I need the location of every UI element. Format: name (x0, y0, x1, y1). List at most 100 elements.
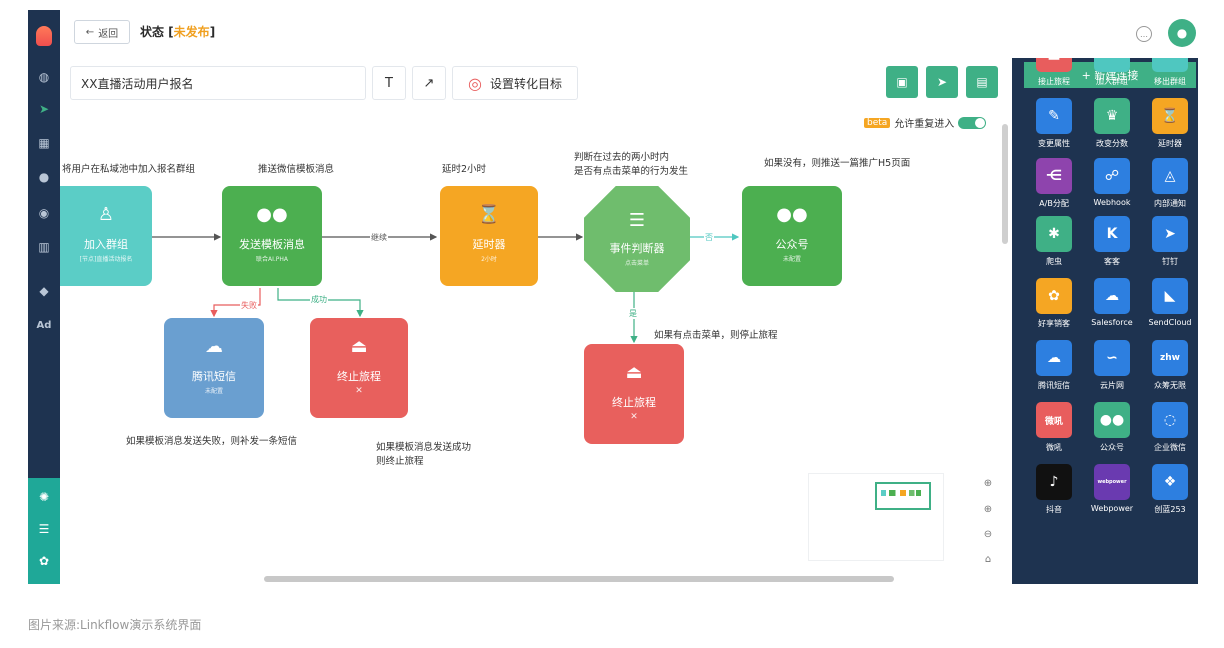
edge-label-continue: 继续 (370, 232, 388, 243)
node-delay[interactable]: ⌛ 延时器 2小时 (440, 186, 538, 286)
connector-trophy-icon[interactable]: ♛ (1094, 98, 1130, 134)
arrow-left-icon: ← (85, 26, 95, 38)
locate-icon[interactable]: ⊕ (983, 477, 993, 489)
arrow-tool-button[interactable]: ↗ (412, 66, 446, 100)
journey-name-input[interactable]: XX直播活动用户报名 (70, 66, 366, 100)
dashboard-icon[interactable]: ◍ (38, 70, 50, 84)
connector-label: 企业微信 (1154, 443, 1186, 452)
connector-ab-split-icon[interactable]: ⋲ (1036, 158, 1072, 194)
connector-label: 加入群组 (1096, 77, 1128, 86)
connector-k-logo-icon[interactable]: K (1094, 216, 1130, 252)
connector-vhall-icon[interactable]: 微吼 (1036, 402, 1072, 438)
send-icon: ➤ (936, 75, 948, 89)
fit-view-icon[interactable]: ⌂ (984, 553, 992, 565)
connector-hxk-logo-icon[interactable]: ✿ (1036, 278, 1072, 314)
connector-label: 云片网 (1100, 381, 1124, 390)
stop-icon: ■ (1047, 58, 1060, 62)
spider-icon: ✱ (1048, 226, 1060, 242)
connector-edit-icon[interactable]: ✎ (1036, 98, 1072, 134)
connector-bell-icon[interactable]: ◬ (1152, 158, 1188, 194)
connector-hourglass-icon[interactable]: ⌛ (1152, 98, 1188, 134)
node-end-journey-1[interactable]: ⏏ 终止旅程 ✕ (310, 318, 408, 418)
new-connection-label: + 新建连接 (1081, 69, 1139, 82)
chat-icon[interactable]: ◆ (39, 284, 49, 298)
node-title: 公众号 (775, 238, 809, 251)
connector-spider-icon[interactable]: ✱ (1036, 216, 1072, 252)
user-icon[interactable]: ● (38, 170, 50, 184)
connector-label: Webpower (1090, 504, 1134, 513)
connector-webhook-icon[interactable]: ☍ (1094, 158, 1130, 194)
connector-wechat-icon[interactable]: ●● (1094, 402, 1130, 438)
vertical-scrollbar[interactable] (1002, 124, 1008, 244)
node-title: 事件判断器 (609, 242, 665, 255)
wecom-icon: ◌ (1163, 412, 1177, 428)
minimap-nodes (881, 490, 921, 496)
connector-tiktok-icon[interactable]: ♪ (1036, 464, 1072, 500)
webhook-icon: ☍ (1104, 168, 1120, 184)
connector-webpower-icon[interactable]: webpower (1094, 464, 1130, 500)
connector-dingtalk-icon[interactable]: ➤ (1152, 216, 1188, 252)
connector-label: 抖音 (1046, 505, 1062, 514)
node-end-journey-2[interactable]: ⏏ 终止旅程 ✕ (584, 344, 684, 444)
group-remove-icon: − (1164, 58, 1176, 62)
save-button[interactable]: ▣ (886, 66, 918, 98)
connector-cloud-icon[interactable]: ☁ (1094, 278, 1130, 314)
status-prefix: 状态 [ (140, 25, 174, 39)
edge-label-success: 成功 (310, 294, 328, 305)
node-tencent-sms[interactable]: ☁ 腾讯短信 未配置 (164, 318, 264, 418)
users-icon[interactable]: ◉ (38, 206, 50, 220)
reentry-toggle[interactable] (958, 116, 987, 129)
bell-icon: ◬ (1164, 168, 1176, 184)
connector-sendcloud-icon[interactable]: ◣ (1152, 278, 1188, 314)
avatar[interactable]: ● (1168, 19, 1196, 47)
edit-icon: ✎ (1048, 108, 1060, 124)
node-join-group[interactable]: ♙ 加入群组 [节点]直播活动报名 (60, 186, 152, 286)
ad-icon[interactable]: Ad (36, 319, 52, 331)
ab-split-icon: ⋲ (1045, 168, 1063, 184)
zoom-in-icon[interactable]: ⊕ (983, 503, 993, 515)
node-subtitle: 未配置 (782, 256, 801, 263)
node-event-judge[interactable]: ☰ 事件判断器 点击菜单 (584, 186, 690, 292)
connector-label: 移出群组 (1154, 77, 1186, 86)
list-icon[interactable]: ☰ (38, 522, 50, 536)
minimap-viewport[interactable] (875, 482, 931, 510)
connector-label: 腾讯短信 (1038, 381, 1070, 390)
connector-yunpian-icon[interactable]: ∽ (1094, 340, 1130, 376)
connector-label: 改变分数 (1096, 139, 1128, 148)
connector-wecom-icon[interactable]: ◌ (1152, 402, 1188, 438)
annotation-join-group: 将用户在私域池中加入报名群组 (62, 164, 196, 175)
connector-stop-icon[interactable]: ■ (1036, 58, 1072, 72)
node-subtitle: 点击菜单 (624, 260, 649, 267)
connector-label: A/B分配 (1039, 199, 1069, 208)
layout-icon: ▤ (976, 75, 988, 89)
send-icon[interactable]: ➤ (38, 102, 50, 116)
node-official-account[interactable]: ●● 公众号 未配置 (742, 186, 842, 286)
set-goal-button[interactable]: ◎ 设置转化目标 (452, 66, 578, 100)
zoom-out-icon[interactable]: ⊖ (983, 528, 993, 540)
left-nav-rail: ◍ ➤ ▦ ● ◉ ▥ ◆ Ad ✺ ☰ ✿ (28, 10, 60, 584)
table-icon[interactable]: ▦ (38, 136, 50, 150)
message-icon[interactable]: … (1136, 26, 1152, 42)
layout-button[interactable]: ▤ (966, 66, 998, 98)
horizontal-scrollbar[interactable] (264, 576, 894, 582)
connector-tencent-cloud-icon[interactable]: ☁ (1036, 340, 1072, 376)
connector-zhongchou-icon[interactable]: zhw (1152, 340, 1188, 376)
connector-label: 众筹无限 (1154, 381, 1186, 390)
connector-group-remove-icon[interactable]: − (1152, 58, 1188, 72)
annotation-push-h5: 如果没有，则推送一篇推广H5页面 (764, 158, 911, 169)
annotation-judge-line2: 是否有点击菜单的行为发生 (574, 166, 689, 177)
left-nav-bottom: ✺ ☰ ✿ (28, 478, 60, 584)
connector-chuanglan-icon[interactable]: ❖ (1152, 464, 1188, 500)
allow-reentry-label: 允许重复进入 (894, 119, 955, 130)
bar-chart-icon[interactable]: ▥ (38, 240, 50, 254)
back-button[interactable]: ← 返回 (74, 20, 130, 44)
minimap[interactable] (808, 473, 944, 561)
config-icon[interactable]: ✿ (38, 554, 50, 568)
connector-panel: + 新建连接 ■接止旅程+加入群组−移出群组✎变更属性♛改变分数⌛延时器⋲A/B… (1012, 58, 1198, 584)
text-tool-button[interactable]: T (372, 66, 406, 100)
publish-button[interactable]: ➤ (926, 66, 958, 98)
connector-group-add-icon[interactable]: + (1094, 58, 1130, 72)
settings-gear-icon[interactable]: ✺ (38, 490, 50, 504)
app-logo-icon[interactable] (36, 26, 52, 46)
node-send-template[interactable]: ●● 发送模板消息 联合AI.PHA (222, 186, 322, 286)
